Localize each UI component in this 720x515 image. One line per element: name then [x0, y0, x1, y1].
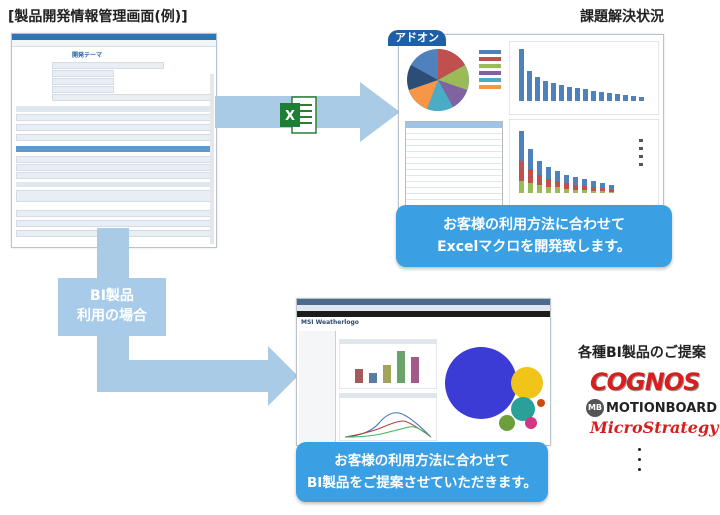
bar-chart-bottom: [509, 119, 659, 215]
cognos-logo: COGNOS: [590, 368, 700, 396]
callout-excel-line2: Excelマクロを開発致します。: [437, 239, 631, 255]
motionboard-mark-icon: MB: [586, 399, 604, 417]
ellipsis-dot-3: [638, 468, 641, 471]
excel-results-panel: [398, 34, 664, 222]
bar-chart-top: [509, 41, 659, 115]
pie-chart: [407, 49, 469, 111]
excel-icon: X: [280, 96, 317, 134]
left-title: [製品開発情報管理画面(例)]: [8, 9, 188, 25]
app-screenshot: 開発テーマ: [11, 33, 217, 248]
bi-line-chart: [339, 393, 437, 441]
addon-tab: アドオン: [388, 30, 446, 46]
ellipsis-dot-2: [638, 458, 641, 461]
callout-excel-line1: お客様の利用方法に合わせて: [443, 217, 625, 233]
bi-usage-line2: 利用の場合: [77, 308, 147, 324]
proposal-title: 各種BI製品のご提案: [578, 345, 706, 361]
arrow-head-top: [360, 82, 400, 142]
bi-bar-chart: [339, 339, 437, 389]
callout-bi-line1: お客様の利用方法に合わせて: [334, 453, 510, 469]
microstrategy-logo: MicroStrategy: [590, 418, 719, 437]
bi-usage-box: BI製品 利用の場合: [58, 278, 166, 336]
svg-text:X: X: [285, 109, 295, 124]
bi-usage-line1: BI製品: [90, 288, 134, 304]
app-titlebar: [12, 34, 216, 40]
motionboard-logo: MOTIONBOARD: [606, 401, 718, 416]
ellipsis-dot-1: [638, 448, 641, 451]
callout-excel: お客様の利用方法に合わせて Excelマクロを開発致します。: [396, 205, 672, 267]
callout-bi: お客様の利用方法に合わせて BI製品をご提案させていただきます。: [296, 442, 548, 502]
bi-app-name: MSI Weatherlogo: [301, 319, 359, 326]
app-heading: 開発テーマ: [72, 52, 103, 59]
arrow-band-bottom: [97, 360, 277, 392]
arrow-head-bottom: [268, 346, 298, 406]
right-title: 課題解決状況: [580, 9, 664, 25]
bi-screenshot: MSI Weatherlogo: [296, 298, 551, 446]
bi-bubble-chart: [445, 347, 545, 431]
callout-bi-line2: BI製品をご提案させていただきます。: [307, 475, 537, 491]
bi-sidebar: [299, 331, 336, 443]
